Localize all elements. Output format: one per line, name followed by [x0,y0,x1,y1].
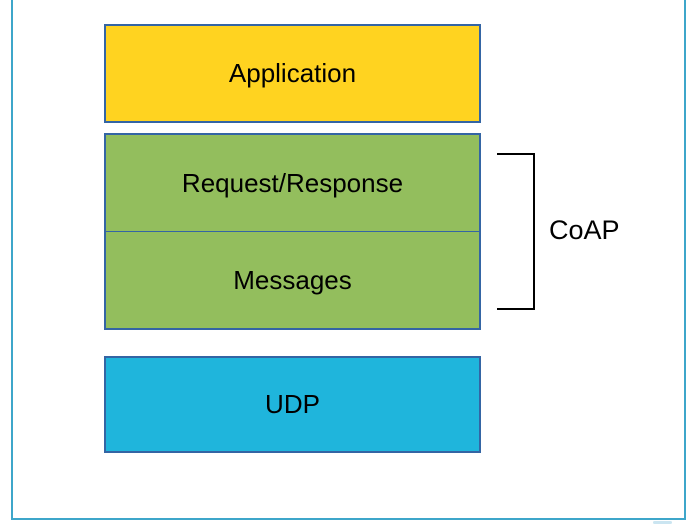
application-layer-box[interactable]: Application [104,24,481,123]
bottom-edge-artifact [653,521,672,524]
udp-layer-box[interactable]: UDP [104,356,481,453]
coap-layers-box[interactable]: Request/Response Messages [104,133,481,330]
coap-bracket [497,153,535,310]
messages-label: Messages [233,264,352,295]
application-layer-label: Application [228,58,357,89]
request-response-label: Request/Response [181,167,404,198]
coap-bracket-label: CoAP [549,215,620,245]
request-response-sublayer[interactable]: Request/Response [106,135,479,232]
messages-sublayer[interactable]: Messages [106,232,479,328]
udp-layer-label: UDP [265,389,320,420]
page-border [11,0,686,520]
